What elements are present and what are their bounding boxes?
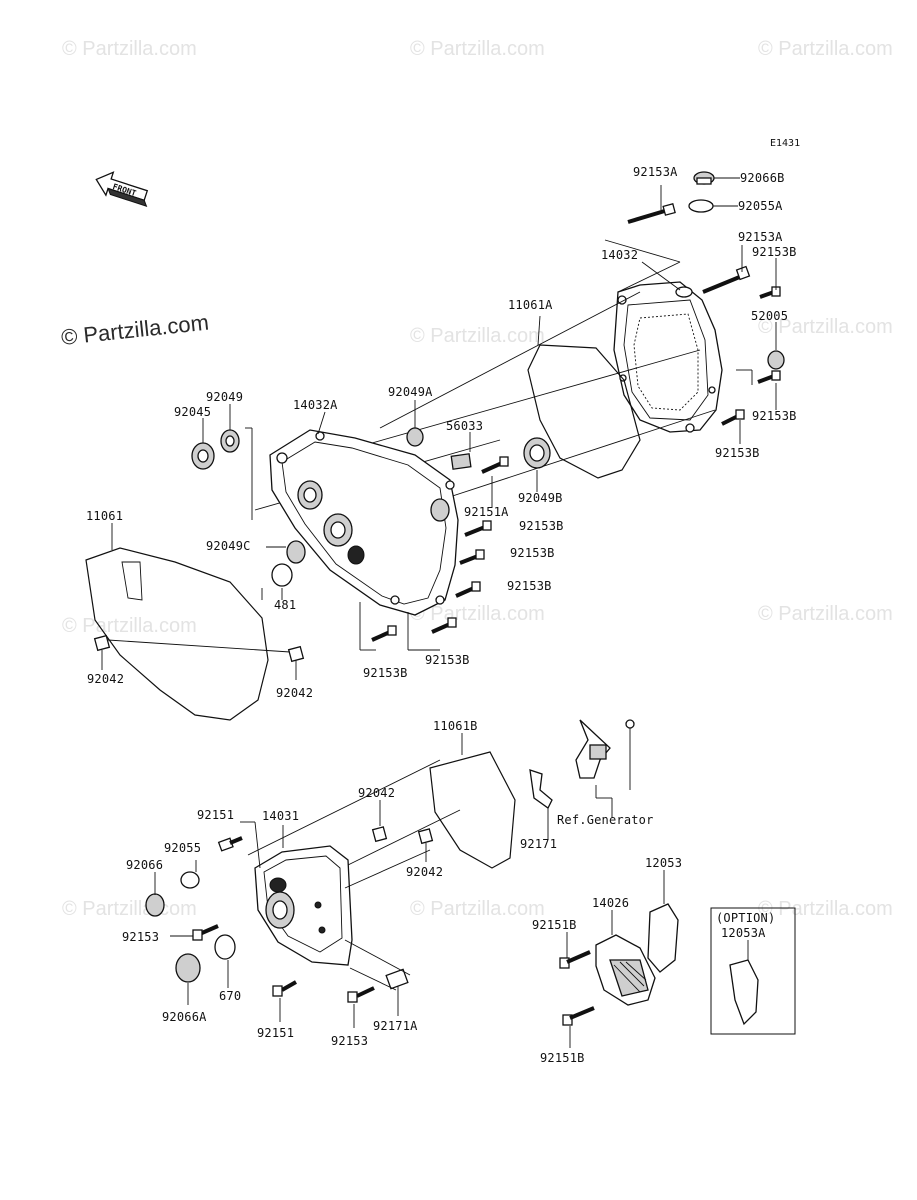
label-92049A: 92049A bbox=[388, 385, 433, 399]
label-92049B: 92049B bbox=[518, 491, 563, 505]
label-14031: 14031 bbox=[262, 809, 299, 823]
clutch-cover-14032 bbox=[613, 281, 723, 433]
label-92153A: 92153A bbox=[633, 165, 678, 179]
watermark: © Partzilla.com bbox=[410, 898, 545, 920]
watermark: © Partzilla.com bbox=[758, 316, 893, 338]
gasket-11061A bbox=[527, 344, 641, 479]
label-11061B: 11061B bbox=[433, 719, 478, 733]
generator-cover-14031 bbox=[254, 845, 353, 966]
label-92153B: 92153B bbox=[425, 653, 470, 667]
label-ref-generator: Ref.Generator bbox=[557, 813, 654, 827]
front-arrow-icon: FRONT bbox=[95, 171, 149, 208]
leaders-center bbox=[202, 400, 538, 651]
option-box bbox=[710, 907, 796, 1035]
label-92055: 92055 bbox=[164, 841, 201, 855]
label-12053: 12053 bbox=[645, 856, 682, 870]
watermark: © Partzilla.com bbox=[410, 38, 545, 60]
label-14026: 14026 bbox=[592, 896, 629, 910]
label-92153B: 92153B bbox=[507, 579, 552, 593]
watermark: © Partzilla.com bbox=[62, 898, 197, 920]
watermark: © Partzilla.com bbox=[758, 603, 893, 625]
watermark: © Partzilla.com bbox=[410, 603, 545, 625]
label-92151A: 92151A bbox=[464, 505, 509, 519]
label-92042: 92042 bbox=[358, 786, 395, 800]
label-92171A: 92171A bbox=[373, 1019, 418, 1033]
watermark: © Partzilla.com bbox=[62, 615, 197, 637]
label-52005: 52005 bbox=[751, 309, 788, 323]
dowel-92042-b1 bbox=[371, 826, 388, 843]
label-92042: 92042 bbox=[87, 672, 124, 686]
label-92153B: 92153B bbox=[752, 245, 797, 259]
part-labels: 92153A 92066B 92055A 14032 92153A 92153B… bbox=[86, 165, 797, 1065]
label-14032: 14032 bbox=[601, 248, 638, 262]
label-92171: 92171 bbox=[520, 837, 557, 851]
watermark: © Partzilla.com bbox=[758, 898, 893, 920]
label-92151B: 92151B bbox=[540, 1051, 585, 1065]
dowels-92042 bbox=[93, 634, 305, 663]
generator-bracket bbox=[529, 719, 635, 840]
watermark: © Partzilla.com bbox=[758, 38, 893, 60]
label-92153A: 92153A bbox=[738, 230, 783, 244]
label-92042: 92042 bbox=[276, 686, 313, 700]
bolts-top-right bbox=[627, 203, 785, 426]
bearings-center bbox=[191, 427, 551, 587]
sprocket-cover-14026 bbox=[559, 870, 679, 1048]
dowel-92042-b2 bbox=[417, 828, 434, 845]
label-481: 481 bbox=[274, 598, 296, 612]
label-92151B: 92151B bbox=[532, 918, 577, 932]
label-92151: 92151 bbox=[257, 1026, 294, 1040]
label-92153: 92153 bbox=[331, 1034, 368, 1048]
plug-92066B bbox=[693, 171, 715, 185]
label-92049: 92049 bbox=[206, 390, 243, 404]
label-92151: 92151 bbox=[197, 808, 234, 822]
label-92045: 92045 bbox=[174, 405, 211, 419]
label-11061A: 11061A bbox=[508, 298, 553, 312]
watermark-main: © Partzilla.com bbox=[60, 310, 210, 350]
watermarks: © Partzilla.com © Partzilla.com © Partzi… bbox=[60, 38, 893, 920]
leaders-bottom bbox=[154, 759, 461, 1028]
gasket-11061B bbox=[429, 751, 516, 869]
o-ring-92055A bbox=[688, 199, 714, 213]
label-92066B: 92066B bbox=[740, 171, 785, 185]
label-92153: 92153 bbox=[122, 930, 159, 944]
label-670: 670 bbox=[219, 989, 241, 1003]
label-92055A: 92055A bbox=[738, 199, 783, 213]
label-92049C: 92049C bbox=[206, 539, 251, 553]
generator-cover-14032A bbox=[269, 429, 459, 616]
gasket-11061 bbox=[85, 547, 269, 721]
label-12053A: 12053A bbox=[721, 926, 766, 940]
label-92153B: 92153B bbox=[363, 666, 408, 680]
label-14032A: 14032A bbox=[293, 398, 338, 412]
bolts-center bbox=[371, 456, 509, 642]
label-92042: 92042 bbox=[406, 865, 443, 879]
label-92153B: 92153B bbox=[510, 546, 555, 560]
label-92066: 92066 bbox=[126, 858, 163, 872]
label-11061: 11061 bbox=[86, 509, 123, 523]
label-56033: 56033 bbox=[446, 419, 483, 433]
label-option: (OPTION) bbox=[716, 911, 775, 925]
watermark: © Partzilla.com bbox=[410, 325, 545, 347]
label-92153B: 92153B bbox=[752, 409, 797, 423]
label-92153B: 92153B bbox=[715, 446, 760, 460]
label-92066A: 92066A bbox=[162, 1010, 207, 1024]
watermark: © Partzilla.com bbox=[62, 38, 197, 60]
diagram-code: E1431 bbox=[770, 138, 800, 149]
leaders-top-right bbox=[604, 177, 777, 444]
label-92153B: 92153B bbox=[519, 519, 564, 533]
